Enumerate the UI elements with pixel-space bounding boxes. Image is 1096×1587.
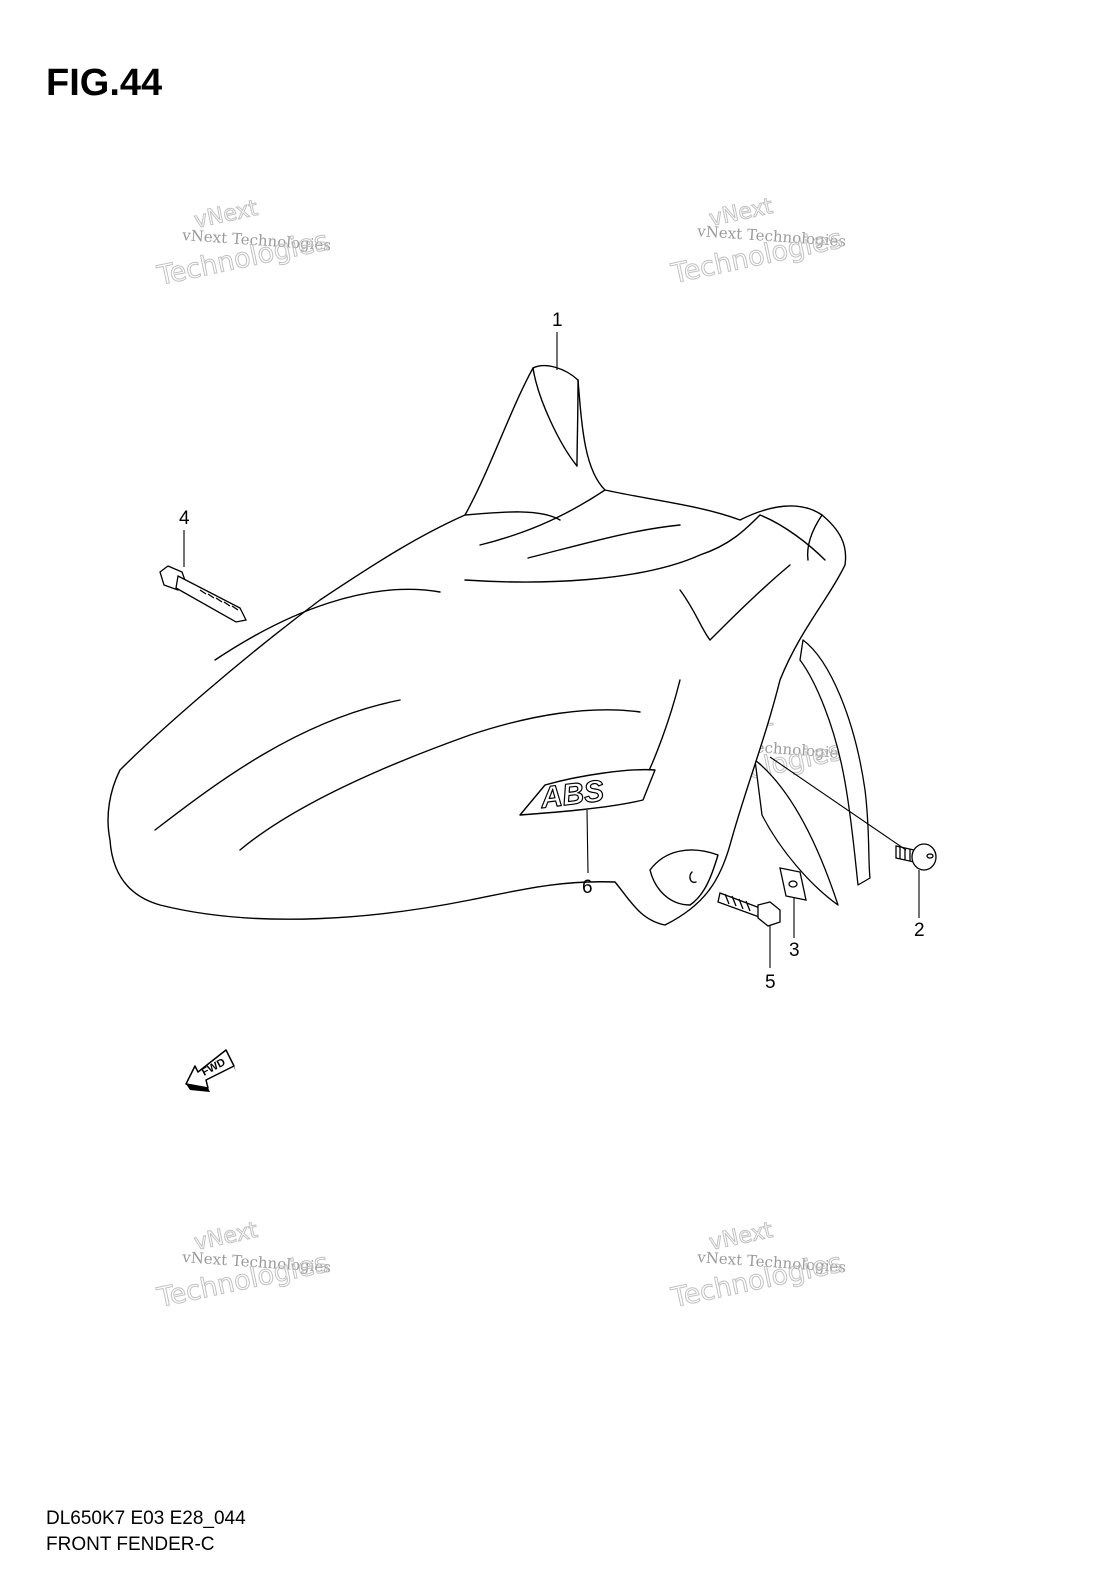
callout-3: 3 (789, 940, 800, 961)
clip-nut-part-3 (779, 867, 807, 901)
figure-name: FRONT FENDER-C (46, 1534, 215, 1555)
watermark-top-left: vNext Technologies vNext Technologies (154, 195, 332, 292)
bolt-part-4 (159, 565, 247, 623)
inner-fender-panel (754, 639, 871, 906)
figure-title: FIG.44 (46, 62, 163, 104)
watermark-bottom-right: vNext Technologies vNext Technologies (668, 1217, 847, 1314)
callout-2: 2 (914, 920, 925, 941)
model-code: DL650K7 E03 E28_044 (46, 1508, 246, 1529)
fwd-arrow-icon: FWD (185, 1049, 236, 1092)
callout-5: 5 (765, 972, 776, 993)
screw-part-2 (895, 843, 937, 871)
front-fender-body: ABS (107, 364, 847, 926)
watermark-bottom-left: vNext Technologies vNext Technologies (154, 1217, 332, 1314)
callout-6: 6 (582, 877, 593, 898)
watermark-top-right: vNext Technologies vNext Technologies (668, 193, 847, 290)
callout-1: 1 (552, 310, 563, 331)
callout-4: 4 (179, 508, 190, 529)
bolt-part-5 (717, 892, 781, 927)
leader-lines (183, 332, 920, 968)
